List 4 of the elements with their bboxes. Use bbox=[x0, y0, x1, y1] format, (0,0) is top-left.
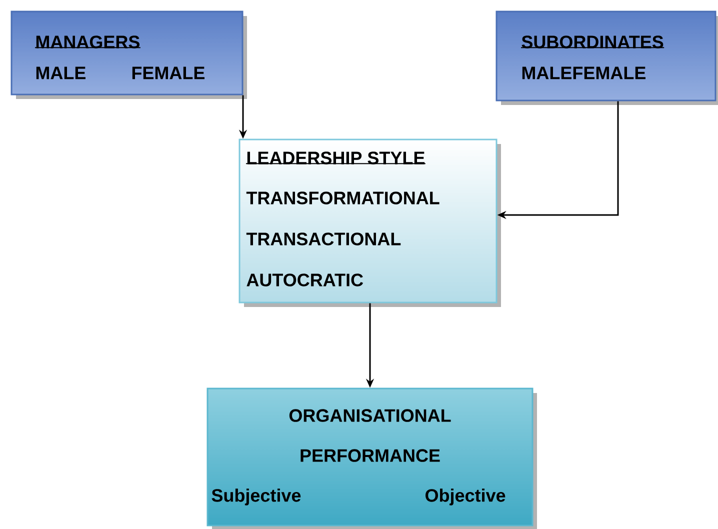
box: MANAGERS MALE FEMALE bbox=[10, 10, 247, 99]
box: SUBORDINATES MALEFEMALE bbox=[496, 10, 718, 105]
box: LEADERSHIP STYLE TRANSFORMATIONAL TRANSACTIONAL AUTOCRATIC bbox=[238, 138, 501, 307]
box: ORGANISATIONAL PERFORMANCE Subjective Objective bbox=[206, 388, 537, 529]
